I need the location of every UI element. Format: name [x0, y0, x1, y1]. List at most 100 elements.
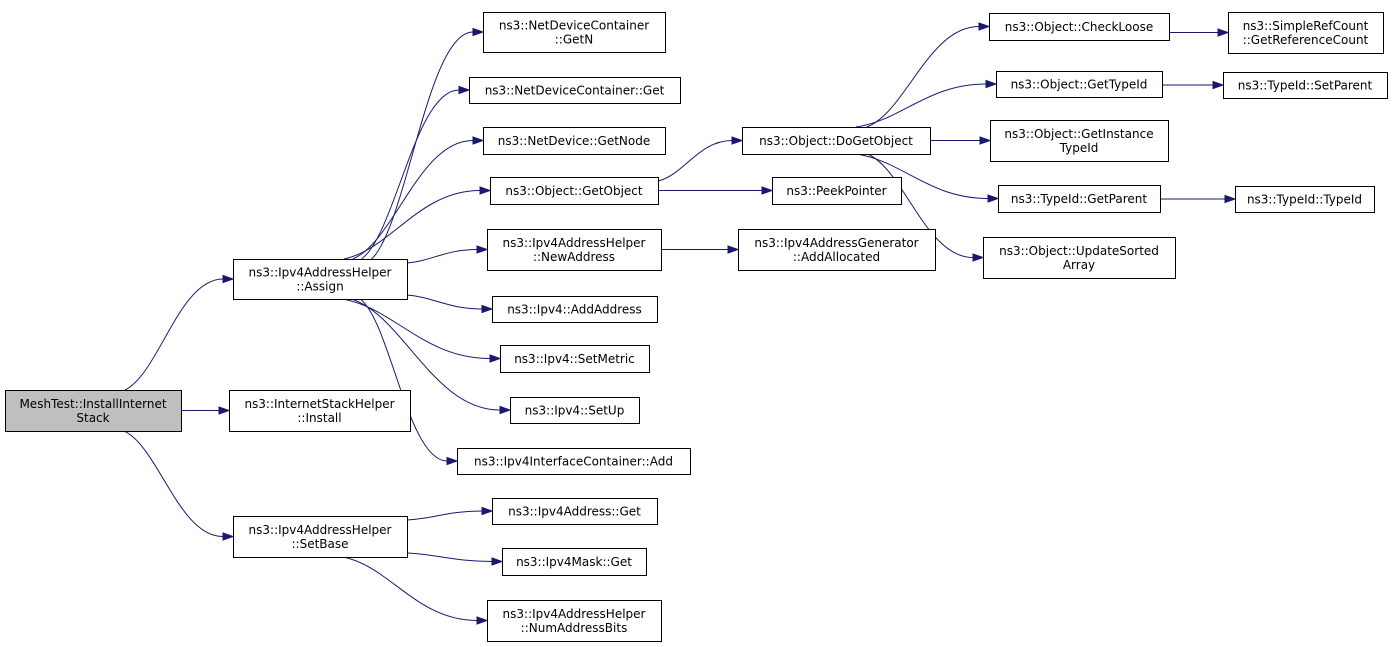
arrowhead [481, 304, 494, 314]
node-label: ns3::TypeId::SetParent [1238, 79, 1373, 93]
node-ns3-ipv4address-get[interactable]: ns3::Ipv4Address::Get [492, 498, 658, 525]
node-box [996, 71, 1163, 98]
arrowhead [491, 557, 504, 566]
arrowhead [1217, 28, 1230, 37]
node-box [457, 448, 691, 475]
arrowhead [499, 405, 512, 415]
node-label: ns3::Ipv4AddressHelper [503, 236, 646, 250]
node-label: ns3::Ipv4AddressGenerator [754, 236, 918, 250]
arrowhead [446, 456, 459, 466]
node-ns3-peekpointer[interactable]: ns3::PeekPointer [772, 177, 902, 205]
node-box [772, 177, 902, 205]
node-ns3-ipv4interfacecontainer-add[interactable]: ns3::Ipv4InterfaceContainer::Add [457, 448, 691, 475]
node-ns3-object-checkloose[interactable]: ns3::Object::CheckLoose [989, 13, 1170, 41]
arrowhead [727, 245, 740, 254]
node-label: ns3::Object::GetObject [505, 184, 643, 198]
node-ns3-ipv4addresshelper-numaddressbits[interactable]: ns3::Ipv4AddressHelper::NumAddressBits [487, 600, 662, 642]
node-ns3-simplerefcount-getreferencecount[interactable]: ns3::SimpleRefCount::GetReferenceCount [1228, 12, 1384, 54]
node-label: ns3::Object::DoGetObject [759, 134, 913, 148]
node-box [989, 13, 1170, 41]
edge-n16-n19 [866, 26, 980, 128]
arrowhead [987, 194, 1000, 203]
node-label: ns3::NetDevice::GetNode [498, 134, 650, 148]
node-box [983, 237, 1176, 279]
node-label: ns3::Object::GetTypeId [1011, 78, 1148, 92]
node-ns3-netdevice-getnode[interactable]: ns3::NetDevice::GetNode [483, 127, 666, 155]
node-label: ns3::Object::GetInstance [1004, 127, 1153, 141]
node-label: ns3::InternetStackHelper [244, 397, 394, 411]
node-ns3-typeid-setparent[interactable]: ns3::TypeId::SetParent [1223, 72, 1388, 99]
arrowhead [489, 354, 502, 363]
edge-n16-n20 [855, 83, 987, 128]
node-box [490, 177, 659, 205]
node-ns3-object-gettypeid[interactable]: ns3::Object::GetTypeId [996, 71, 1163, 98]
edge-n3-n13 [406, 510, 483, 521]
nodes-layer: MeshTest::InstallInternetStackns3::Ipv4A… [5, 12, 1388, 642]
node-ns3-object-getobject[interactable]: ns3::Object::GetObject [490, 177, 659, 205]
edge-n1-n12 [360, 298, 448, 462]
node-ns3-internetstackhelper-install[interactable]: ns3::InternetStackHelper::Install [229, 390, 411, 432]
node-label: ns3::NetDeviceContainer::Get [485, 84, 665, 98]
arrowhead [472, 27, 485, 37]
node-label: Stack [76, 411, 109, 425]
node-label: ns3::TypeId::TypeId [1247, 193, 1362, 207]
node-box [483, 12, 666, 53]
node-box [229, 390, 411, 432]
node-box [487, 600, 662, 642]
node-label: ::Assign [296, 280, 343, 294]
arrowhead [985, 79, 998, 89]
arrowhead [978, 22, 991, 31]
node-box [233, 259, 408, 300]
node-label: ::NumAddressBits [521, 621, 628, 635]
edges-layer [123, 22, 1237, 625]
node-label: ns3::Ipv4InterfaceContainer::Add [474, 455, 673, 469]
arrowhead [1212, 80, 1225, 90]
arrowhead [979, 136, 992, 145]
node-label: TypeId [1059, 141, 1099, 155]
node-ns3-ipv4addresshelper-newaddress[interactable]: ns3::Ipv4AddressHelper::NewAddress [487, 229, 662, 271]
edge-n1-n8 [406, 249, 478, 264]
node-ns3-ipv4mask-get[interactable]: ns3::Ipv4Mask::Get [502, 548, 647, 576]
edge-n1-n10 [342, 298, 491, 359]
node-label: ::GetReferenceCount [1243, 33, 1369, 47]
node-ns3-ipv4-setmetric[interactable]: ns3::Ipv4::SetMetric [500, 345, 650, 373]
node-box [500, 345, 650, 373]
node-ns3-netdevicecontainer-get[interactable]: ns3::NetDeviceContainer::Get [469, 77, 681, 104]
node-box [492, 498, 658, 525]
node-label: ::Install [297, 411, 341, 425]
arrowhead [476, 616, 489, 625]
node-label: Array [1063, 258, 1095, 272]
node-ns3-typeid-getparent[interactable]: ns3::TypeId::GetParent [998, 185, 1161, 213]
node-ns3-netdevicecontainer-getn[interactable]: ns3::NetDeviceContainer::GetN [483, 12, 666, 53]
arrowhead [222, 274, 235, 284]
node-label: ns3::Ipv4Mask::Get [516, 555, 632, 569]
node-box [502, 548, 647, 576]
edge-n1-n6 [352, 140, 474, 260]
edge-n1-n9 [406, 294, 483, 310]
node-box [1223, 72, 1388, 99]
node-ns3-typeid-typeid[interactable]: ns3::TypeId::TypeId [1235, 186, 1375, 213]
node-label: ::NewAddress [533, 250, 615, 264]
node-label: ns3::Ipv4AddressHelper [249, 266, 392, 280]
node-ns3-ipv4addresshelper-setbase[interactable]: ns3::Ipv4AddressHelper::SetBase [233, 516, 408, 558]
edge-n1-n11 [351, 298, 501, 411]
node-box [1235, 186, 1375, 213]
edge-n0-n1 [124, 278, 224, 391]
arrowhead [1224, 194, 1237, 204]
node-label: ns3::Object::CheckLoose [1005, 20, 1153, 34]
node-ns3-object-dogetobject[interactable]: ns3::Object::DoGetObject [742, 127, 931, 155]
node-box [469, 77, 681, 104]
node-ns3-ipv4addressgenerator-addallocated[interactable]: ns3::Ipv4AddressGenerator::AddAllocated [738, 229, 936, 271]
node-label: ::SetBase [291, 537, 348, 551]
node-ns3-ipv4-addaddress[interactable]: ns3::Ipv4::AddAddress [492, 296, 658, 323]
edge-n1-n5 [361, 89, 460, 260]
node-box [998, 185, 1161, 213]
arrowhead [731, 136, 744, 145]
node-ns3-ipv4addresshelper-assign[interactable]: ns3::Ipv4AddressHelper::Assign [233, 259, 408, 300]
node-ns3-ipv4-setup[interactable]: ns3::Ipv4::SetUp [510, 397, 640, 424]
arrowhead [222, 532, 235, 541]
